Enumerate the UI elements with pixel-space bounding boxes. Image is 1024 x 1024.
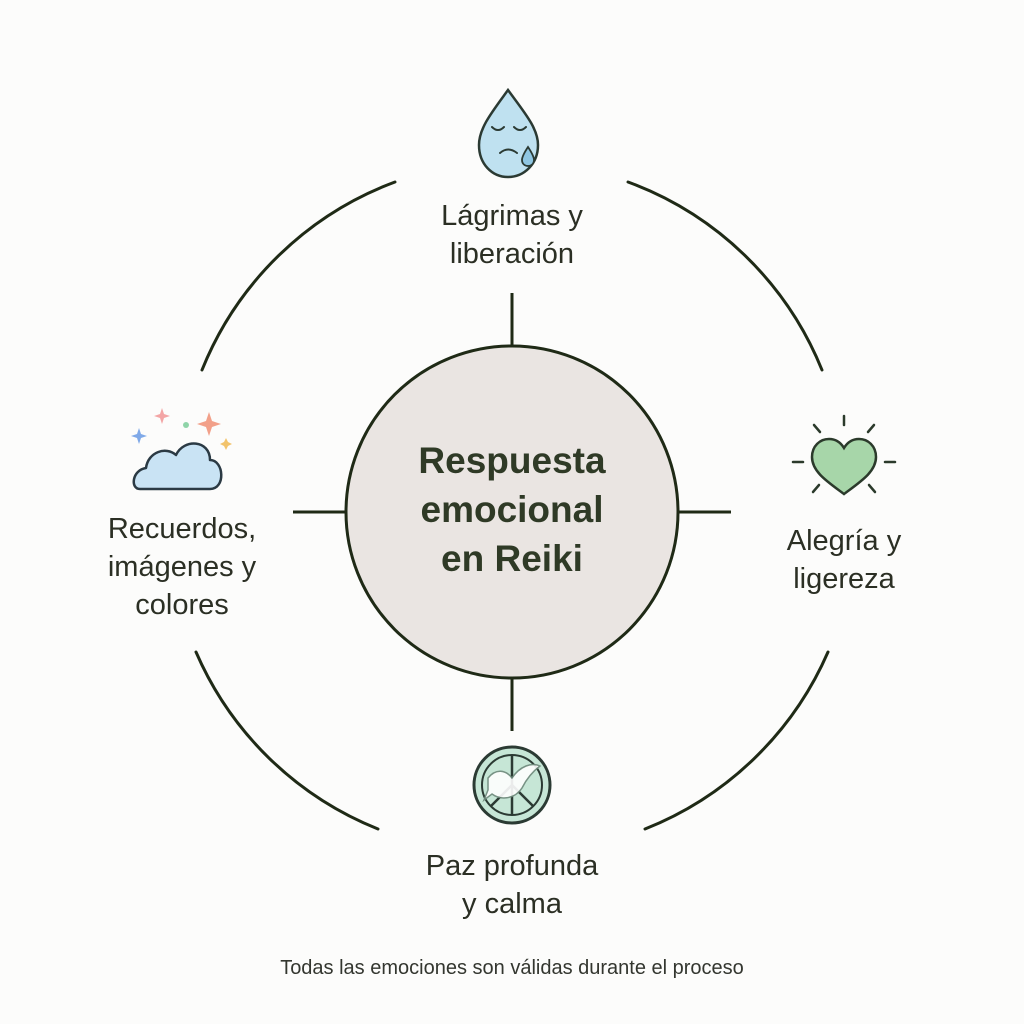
node-label-bottom-line-1: Paz profunda xyxy=(425,850,599,882)
peace-dove-icon xyxy=(472,745,552,825)
node-label-right: Alegría y ligereza xyxy=(764,522,924,598)
ring-arc-bottom-right xyxy=(643,650,830,831)
node-label-top: Lágrimas y liberación xyxy=(412,197,612,273)
cloud-sparkles-icon xyxy=(131,408,232,491)
glowing-heart-icon xyxy=(791,414,897,496)
teardrop-face-icon xyxy=(477,87,540,179)
node-label-right-line-2: ligereza xyxy=(793,563,895,595)
node-label-bottom: Paz profunda y calma xyxy=(392,847,632,923)
ring-arc-bottom-left xyxy=(194,650,380,831)
ring-arc-top-left xyxy=(200,180,397,372)
footer-note: Todas las emociones son válidas durante … xyxy=(280,957,744,979)
node-label-left-line-2: imágenes y xyxy=(107,551,257,583)
node-label-left-line-1: Recuerdos, xyxy=(107,513,257,545)
node-label-top-line-1: Lágrimas y xyxy=(441,200,583,232)
center-title: Respuesta emocional en Reiki xyxy=(362,436,662,583)
center-title-line-1: Respuesta xyxy=(418,440,606,481)
node-label-left-line-3: colores xyxy=(135,589,229,621)
node-label-left: Recuerdos, imágenes y colores xyxy=(82,510,282,624)
node-label-top-line-2: liberación xyxy=(449,238,575,270)
node-label-bottom-line-2: y calma xyxy=(462,888,562,920)
node-label-right-line-1: Alegría y xyxy=(786,525,902,557)
center-title-line-3: en Reiki xyxy=(441,538,583,579)
center-circle xyxy=(344,344,680,680)
center-title-line-2: emocional xyxy=(420,489,604,530)
ring-arc-top-right xyxy=(626,180,824,372)
